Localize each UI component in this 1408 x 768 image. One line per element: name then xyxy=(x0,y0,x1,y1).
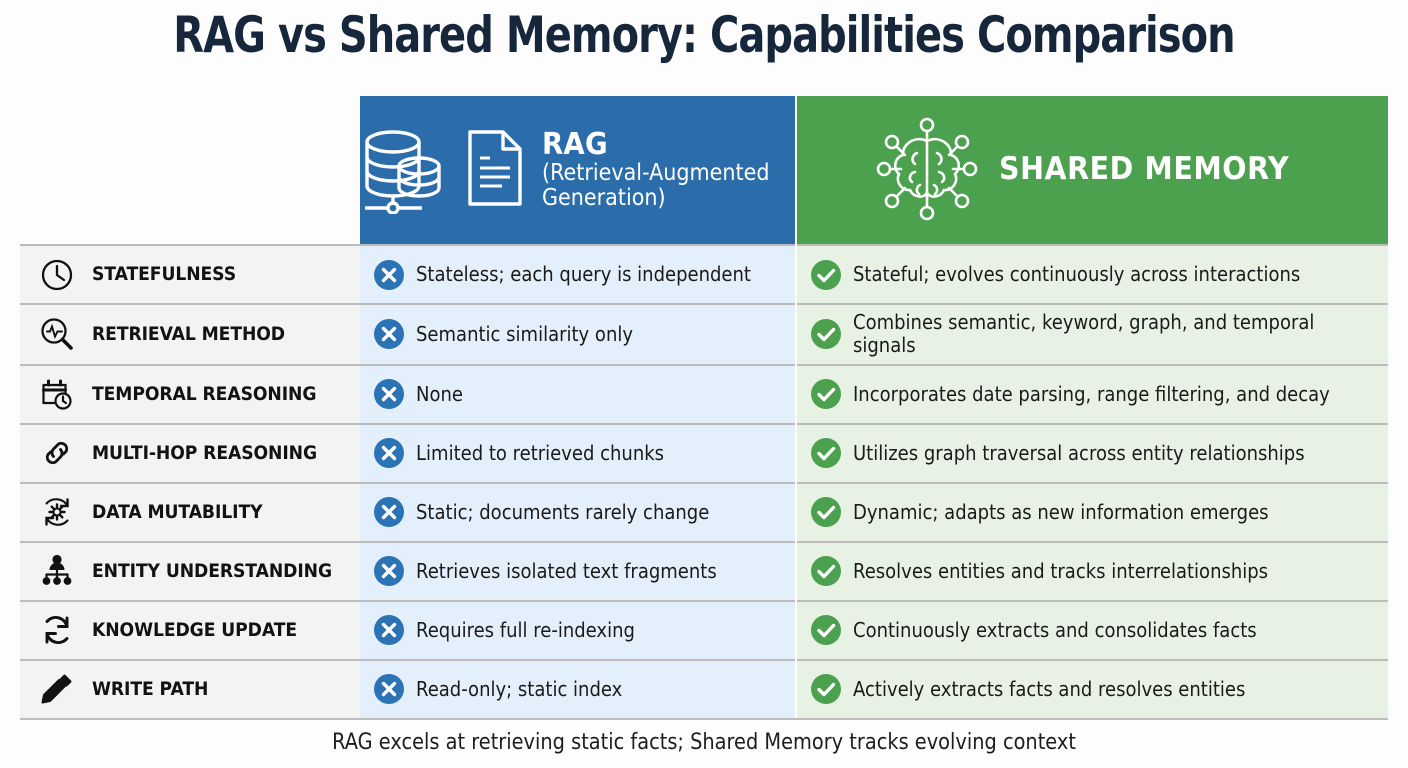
calendar-clock-icon xyxy=(38,375,76,413)
feature-cell: MULTI-HOP REASONING xyxy=(20,422,360,482)
rag-cell-text: Static; documents rarely change xyxy=(416,499,710,524)
table-row: TEMPORAL REASONING None Incorporates dat… xyxy=(20,363,1388,423)
header-cell-rag: RAG (Retrieval-Augmented Generation) xyxy=(360,96,795,244)
header-label-memory: SHARED MEMORY xyxy=(998,151,1314,188)
rag-cell-text: Limited to retrieved chunks xyxy=(416,440,665,465)
rag-cell-text: Semantic similarity only xyxy=(416,321,634,346)
table-row: KNOWLEDGE UPDATE Requires full re-indexi… xyxy=(20,599,1388,659)
memory-cell: Continuously extracts and consolidates f… xyxy=(797,599,1388,659)
magnifier-pulse-icon xyxy=(38,315,76,353)
rag-cell-text: Stateless; each query is independent xyxy=(416,261,751,286)
brain-network-icon xyxy=(871,112,983,229)
feature-cell: DATA MUTABILITY xyxy=(20,481,360,541)
memory-cell-text: Dynamic; adapts as new information emerg… xyxy=(853,499,1269,524)
refresh-cycle-icon xyxy=(38,611,76,649)
feature-cell: WRITE PATH xyxy=(20,658,360,718)
memory-cell-text: Combines semantic, keyword, graph, and t… xyxy=(853,310,1315,358)
memory-cell-text: Resolves entities and tracks interrelati… xyxy=(853,558,1269,583)
org-hierarchy-icon xyxy=(38,552,76,590)
table-row: DATA MUTABILITY Static; documents rarely… xyxy=(20,481,1388,541)
memory-cell-text: Continuously extracts and consolidates f… xyxy=(853,617,1257,642)
check-badge-icon xyxy=(811,319,841,350)
feature-cell: TEMPORAL REASONING xyxy=(20,363,360,423)
header-cell-memory: SHARED MEMORY xyxy=(797,96,1388,244)
cross-badge-icon xyxy=(374,615,404,646)
feature-label: ENTITY UNDERSTANDING xyxy=(92,560,332,582)
rag-cell: None xyxy=(360,363,795,423)
check-badge-icon xyxy=(811,379,841,410)
rag-cell: Retrieves isolated text fragments xyxy=(360,540,795,600)
memory-cell: Resolves entities and tracks interrelati… xyxy=(797,540,1388,600)
rag-cell: Semantic similarity only xyxy=(360,303,795,364)
memory-cell: Actively extracts facts and resolves ent… xyxy=(797,658,1388,718)
rag-cell: Stateless; each query is independent xyxy=(360,244,795,303)
comparison-table: RAG (Retrieval-Augmented Generation) xyxy=(20,96,1388,718)
rag-cell: Static; documents rarely change xyxy=(360,481,795,541)
memory-title: SHARED MEMORY xyxy=(998,151,1289,188)
table-bottom-divider xyxy=(20,718,1388,720)
gear-refresh-icon xyxy=(38,493,76,531)
cross-badge-icon xyxy=(374,438,404,469)
cross-badge-icon xyxy=(374,556,404,587)
cross-badge-icon xyxy=(374,319,404,350)
rag-subtitle-line2: Generation) xyxy=(542,185,666,212)
memory-cell-text: Utilizes graph traversal across entity r… xyxy=(853,440,1305,465)
cross-badge-icon xyxy=(374,497,404,528)
feature-cell: KNOWLEDGE UPDATE xyxy=(20,599,360,659)
feature-label: KNOWLEDGE UPDATE xyxy=(92,619,298,641)
cross-badge-icon xyxy=(374,379,404,410)
database-stack-icon xyxy=(360,122,448,219)
page-title: RAG vs Shared Memory: Capabilities Compa… xyxy=(173,6,1235,64)
feature-label: DATA MUTABILITY xyxy=(92,501,263,523)
rag-cell: Limited to retrieved chunks xyxy=(360,422,795,482)
rag-subtitle-line1: (Retrieval-Augmented xyxy=(542,160,770,187)
header-cell-feature xyxy=(20,96,360,244)
table-row: RETRIEVAL METHOD Semantic similarity onl… xyxy=(20,303,1388,364)
feature-cell: ENTITY UNDERSTANDING xyxy=(20,540,360,600)
memory-cell-text: Incorporates date parsing, range filteri… xyxy=(853,381,1330,406)
memory-cell: Combines semantic, keyword, graph, and t… xyxy=(797,303,1388,364)
footer-caption: RAG excels at retrieving static facts; S… xyxy=(332,730,1076,755)
table-row: WRITE PATH Read-only; static index Activ… xyxy=(20,658,1388,718)
table-row: STATEFULNESS Stateless; each query is in… xyxy=(20,244,1388,303)
check-badge-icon xyxy=(811,497,841,528)
table-row: ENTITY UNDERSTANDING Retrieves isolated … xyxy=(20,540,1388,600)
check-badge-icon xyxy=(811,438,841,469)
memory-cell-text: Actively extracts facts and resolves ent… xyxy=(853,676,1246,701)
feature-label: TEMPORAL REASONING xyxy=(92,383,317,405)
feature-cell: STATEFULNESS xyxy=(20,244,360,303)
rag-cell: Read-only; static index xyxy=(360,658,795,718)
cross-badge-icon xyxy=(374,259,404,290)
table-row: MULTI-HOP REASONING Limited to retrieved… xyxy=(20,422,1388,482)
rag-cell-text: Retrieves isolated text fragments xyxy=(416,558,717,583)
rag-title: RAG xyxy=(542,126,608,162)
memory-cell: Incorporates date parsing, range filteri… xyxy=(797,363,1388,423)
rag-cell-text: Read-only; static index xyxy=(416,676,623,701)
rag-cell: Requires full re-indexing xyxy=(360,599,795,659)
pencil-icon xyxy=(38,670,76,708)
rag-cell-text: Requires full re-indexing xyxy=(416,617,635,642)
feature-cell: RETRIEVAL METHOD xyxy=(20,303,360,364)
check-badge-icon xyxy=(811,259,841,290)
table-header-row: RAG (Retrieval-Augmented Generation) xyxy=(20,96,1388,244)
check-badge-icon xyxy=(811,615,841,646)
memory-cell-text: Stateful; evolves continuously across in… xyxy=(853,261,1301,286)
rag-cell-text: None xyxy=(416,381,463,406)
link-chain-icon xyxy=(38,434,76,472)
header-label-rag: RAG (Retrieval-Augmented Generation) xyxy=(542,126,795,212)
check-badge-icon xyxy=(811,674,841,705)
check-badge-icon xyxy=(811,556,841,587)
clock-icon xyxy=(38,256,76,294)
memory-cell: Utilizes graph traversal across entity r… xyxy=(797,422,1388,482)
feature-label: MULTI-HOP REASONING xyxy=(92,442,318,464)
memory-cell: Stateful; evolves continuously across in… xyxy=(797,244,1388,303)
cross-badge-icon xyxy=(374,674,404,705)
memory-cell: Dynamic; adapts as new information emerg… xyxy=(797,481,1388,541)
document-icon xyxy=(464,128,526,213)
feature-label: WRITE PATH xyxy=(92,678,209,700)
feature-label: RETRIEVAL METHOD xyxy=(92,323,285,345)
feature-label: STATEFULNESS xyxy=(92,264,237,285)
